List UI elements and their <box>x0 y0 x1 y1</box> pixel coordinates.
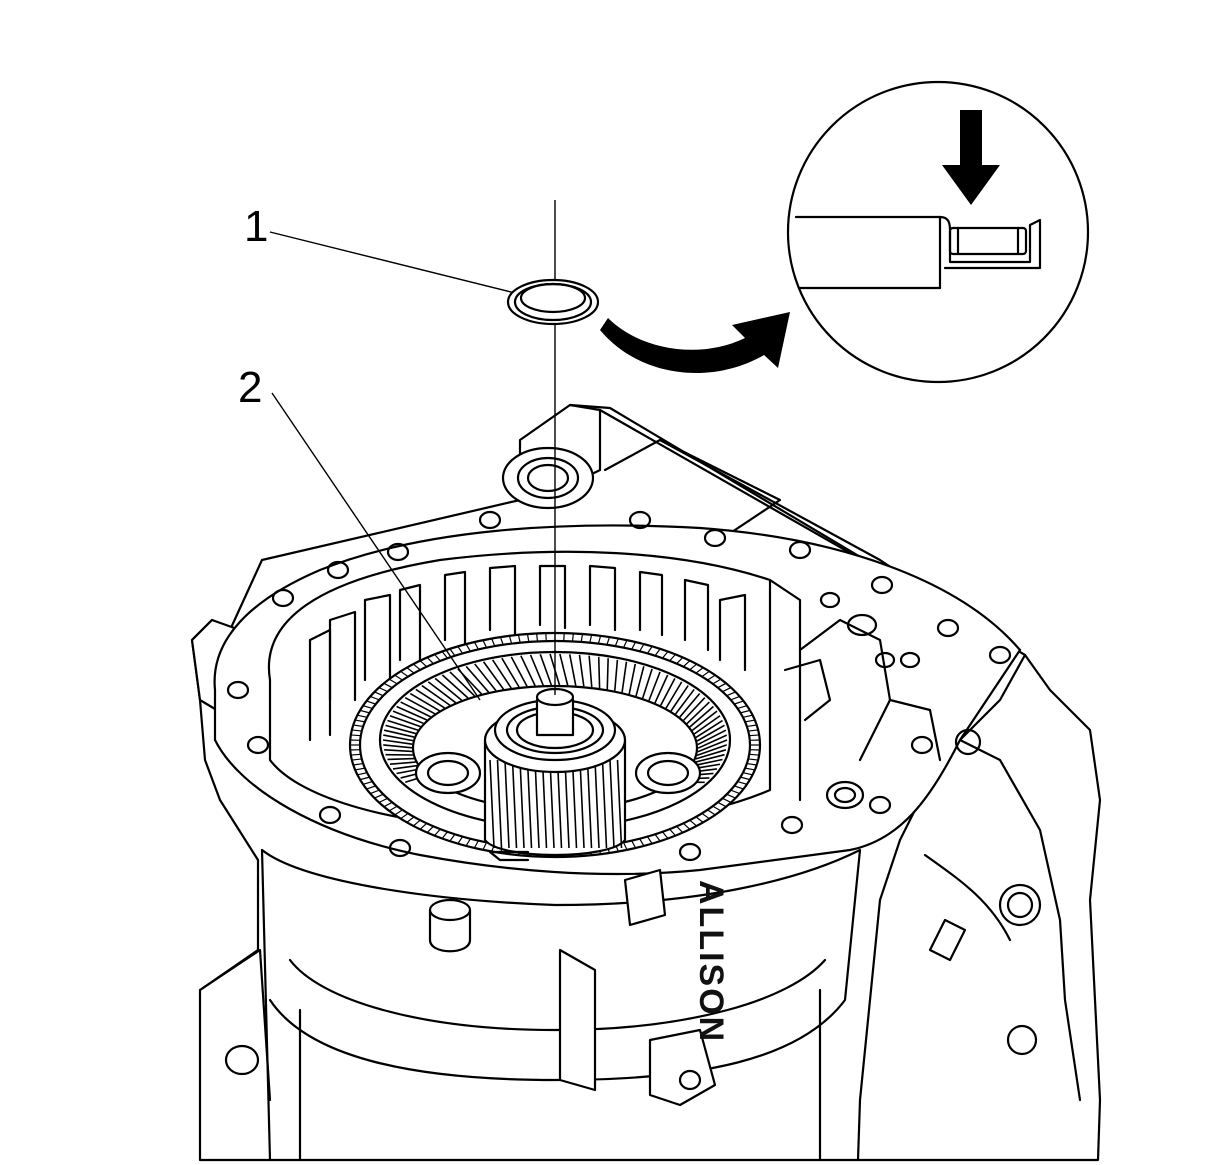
emblem-n <box>928 918 967 962</box>
carrier-hole-right <box>634 751 702 795</box>
callout-1: 1 <box>244 202 269 251</box>
detail-view <box>786 80 1090 384</box>
down-arrow <box>942 110 1000 205</box>
top-boss <box>501 446 595 510</box>
carrier-hole-left <box>414 751 482 795</box>
internal-helical-teeth <box>382 653 728 784</box>
housing-right-side <box>856 653 1027 1162</box>
ring-gear-teeth <box>350 633 760 857</box>
housing-marking: ALLISON <box>692 880 730 1044</box>
callout-2: 2 <box>238 363 263 412</box>
curved-arrow <box>600 312 790 373</box>
flange-bolt-holes <box>226 510 1012 862</box>
case-bosses <box>428 868 1042 1107</box>
leader-line-1 <box>269 231 516 294</box>
leader-line-2 <box>271 392 481 701</box>
clutch-splines <box>308 564 747 742</box>
thrust-washer-part-1 <box>506 278 600 326</box>
case-lower-body <box>260 848 272 1162</box>
valve-body <box>768 578 982 810</box>
